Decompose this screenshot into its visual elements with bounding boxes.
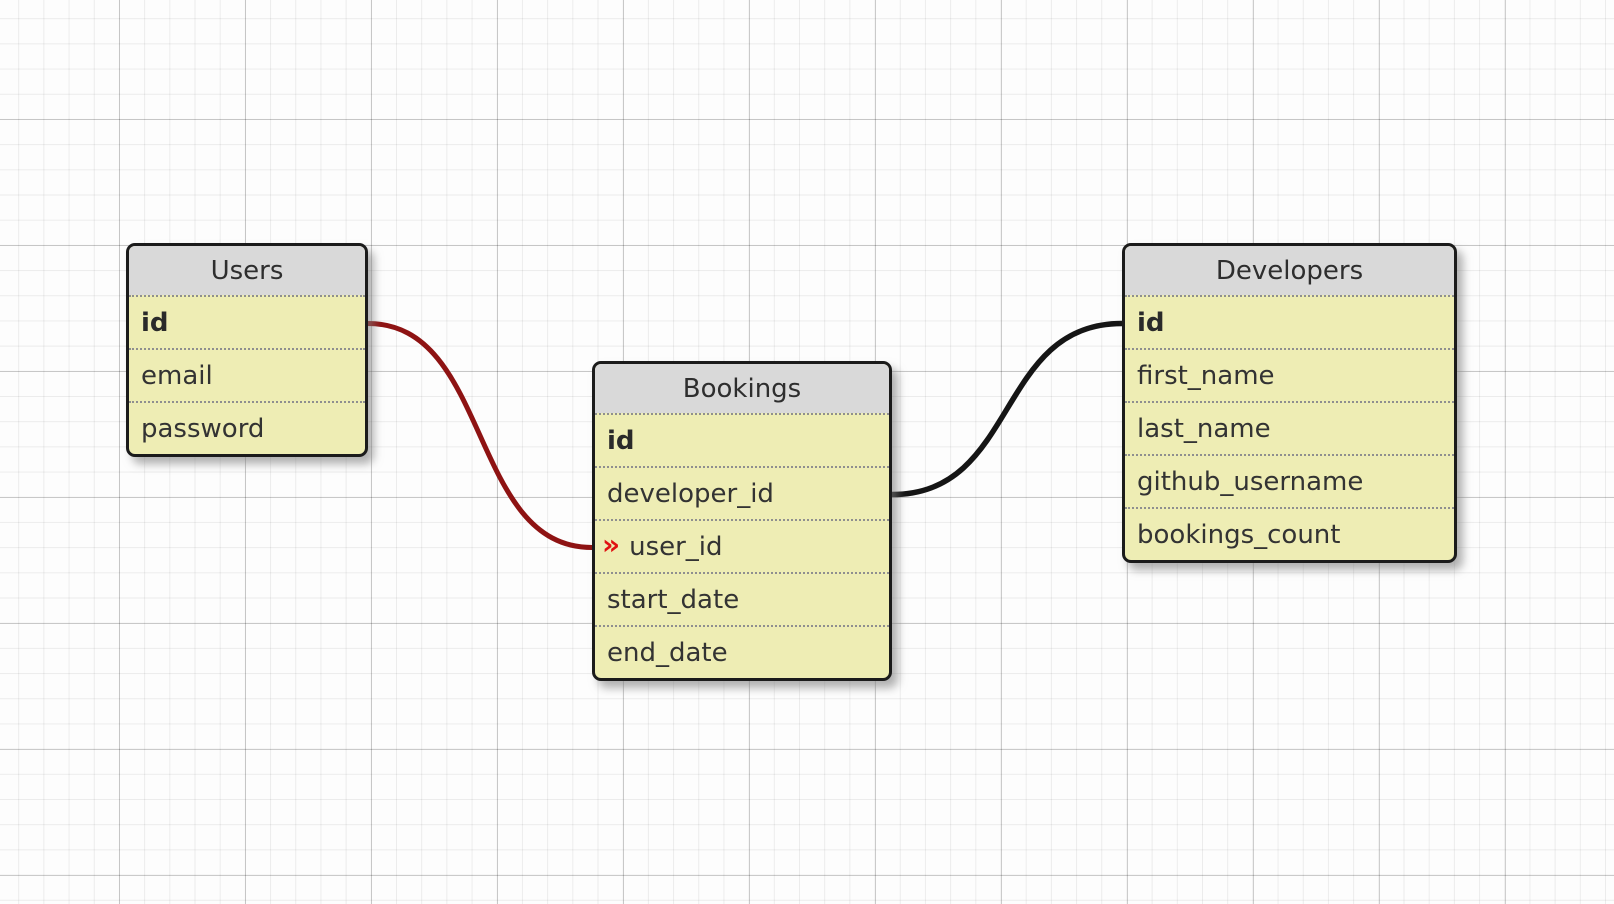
field-row-end_date[interactable]: end_date <box>595 625 889 678</box>
field-row-developer_id[interactable]: developer_id <box>595 466 889 519</box>
field-label: user_id <box>629 531 723 562</box>
field-label: github_username <box>1137 466 1364 497</box>
field-row-github_username[interactable]: github_username <box>1125 454 1454 507</box>
table-title: Users <box>210 255 284 286</box>
field-row-first_name[interactable]: first_name <box>1125 348 1454 401</box>
field-row-id[interactable]: id <box>129 295 365 348</box>
relation-users-bookings[interactable] <box>365 321 595 550</box>
field-row-id[interactable]: id <box>1125 295 1454 348</box>
relation-bookings-developers[interactable] <box>889 320 1125 498</box>
entity-table-users[interactable]: Users id email password <box>126 243 368 457</box>
field-row-start_date[interactable]: start_date <box>595 572 889 625</box>
field-label: bookings_count <box>1137 519 1341 550</box>
table-title: Developers <box>1215 255 1364 286</box>
field-label: email <box>141 360 213 391</box>
entity-table-developers[interactable]: Developers id first_name last_name github_us… <box>1122 243 1457 563</box>
entity-table-bookings[interactable]: Bookings id developer_id » user_id start_date… <box>592 361 892 681</box>
field-row-user_id[interactable]: » user_id <box>595 519 889 572</box>
field-row-bookings_count[interactable]: bookings_count <box>1125 507 1454 560</box>
field-row-last_name[interactable]: last_name <box>1125 401 1454 454</box>
field-label: id <box>1137 307 1165 338</box>
field-row-id[interactable]: id <box>595 413 889 466</box>
field-label: first_name <box>1137 360 1275 391</box>
table-header[interactable]: Bookings <box>595 364 889 413</box>
field-label: developer_id <box>607 478 774 509</box>
field-label: end_date <box>607 637 728 668</box>
foreign-key-icon: » <box>602 527 621 561</box>
table-header[interactable]: Developers <box>1125 246 1454 295</box>
field-label: start_date <box>607 584 740 615</box>
table-title: Bookings <box>682 373 802 404</box>
field-label: last_name <box>1137 413 1271 444</box>
field-label: id <box>141 307 169 338</box>
table-header[interactable]: Users <box>129 246 365 295</box>
field-label: id <box>607 425 635 456</box>
field-row-password[interactable]: password <box>129 401 365 454</box>
field-label: password <box>141 413 265 444</box>
field-row-email[interactable]: email <box>129 348 365 401</box>
